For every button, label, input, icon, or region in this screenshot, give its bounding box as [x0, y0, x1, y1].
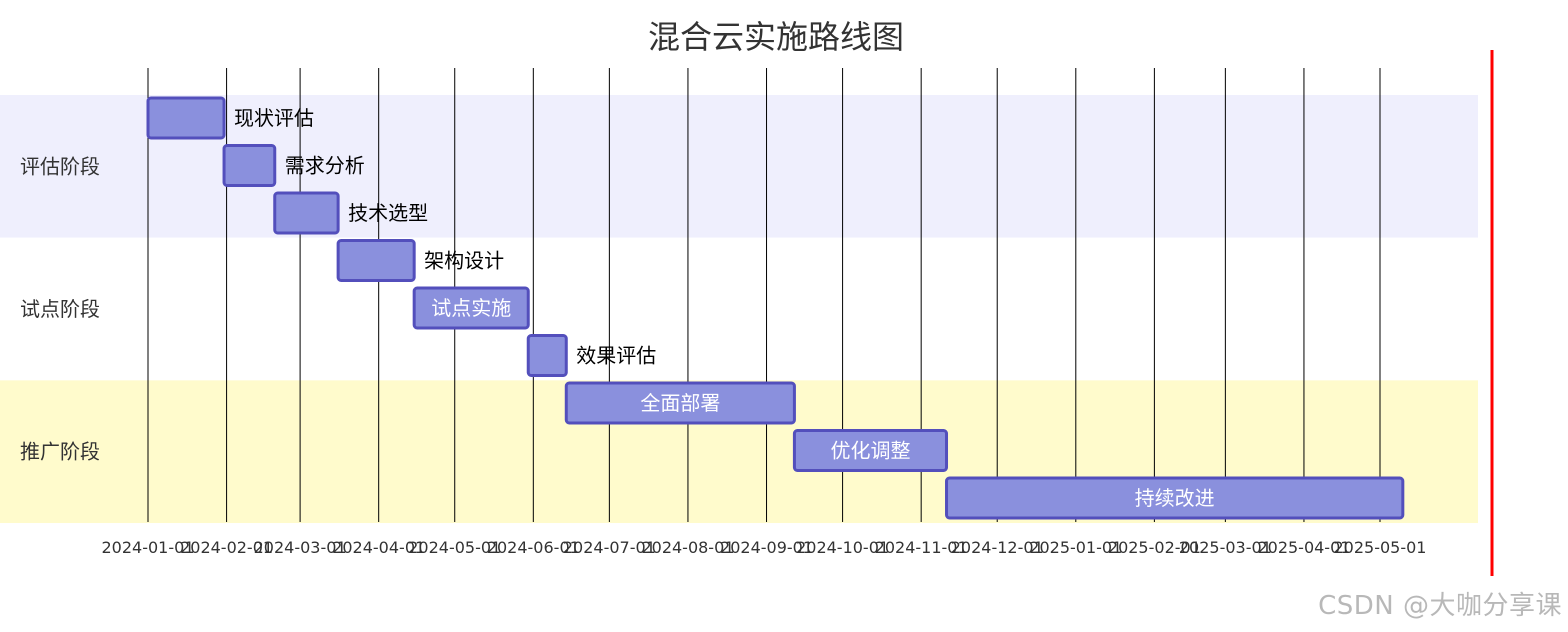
task-bar: [526, 334, 568, 377]
tick-label: 2024-06-01: [487, 538, 580, 557]
chart-title: 混合云实施路线图: [648, 18, 904, 56]
task-label: 持续改进: [1135, 486, 1215, 510]
task-bar: [273, 191, 340, 235]
tick-label: 2024-12-01: [951, 538, 1044, 557]
tick-label: 2024-07-01: [563, 538, 656, 557]
tick-label: 2024-02-01: [180, 538, 273, 557]
section-label: 推广阶段: [20, 440, 100, 464]
task-bar: [412, 286, 530, 330]
section-bands: [0, 95, 1478, 524]
task-label: 需求分析: [285, 154, 365, 178]
tick-label: 2024-01-01: [102, 538, 195, 557]
task-bar: [792, 429, 949, 472]
section-band: [0, 237, 1478, 381]
tick-label: 2025-02-01: [1108, 538, 1201, 557]
task-label: 架构设计: [424, 249, 504, 273]
task-label: 优化调整: [830, 439, 910, 463]
tick-label: 2024-05-01: [408, 538, 501, 557]
task-label: 全面部署: [640, 391, 720, 415]
tick-label: 2024-03-01: [254, 538, 347, 557]
tick-label: 2025-04-01: [1257, 538, 1350, 557]
tick-label: 2024-09-01: [720, 538, 813, 557]
task-label: 技术选型: [348, 201, 428, 225]
section-label: 评估阶段: [20, 154, 100, 178]
section-label: 试点阶段: [20, 297, 100, 321]
task-bar: [336, 239, 416, 282]
task-bar: [564, 381, 796, 425]
task-bar: [222, 144, 277, 187]
x-axis-ticks: 2024-01-012024-02-012024-03-012024-04-01…: [102, 538, 1427, 557]
task-label: 现状评估: [234, 106, 314, 130]
tick-label: 2024-04-01: [332, 538, 425, 557]
task-bar: [146, 96, 226, 140]
tick-label: 2025-05-01: [1334, 538, 1427, 557]
tick-label: 2024-11-01: [875, 538, 968, 557]
tick-label: 2024-08-01: [641, 538, 734, 557]
tick-label: 2025-01-01: [1029, 538, 1122, 557]
task-label: 效果评估: [576, 344, 656, 368]
watermark: CSDN @大咖分享课: [1318, 591, 1562, 621]
task-bar: [945, 476, 1405, 520]
task-label: 试点实施: [431, 296, 511, 320]
grid-lines: [147, 68, 1381, 522]
tick-label: 2025-03-01: [1179, 538, 1272, 557]
tick-label: 2024-10-01: [796, 538, 889, 557]
task-bars: [146, 96, 1405, 520]
